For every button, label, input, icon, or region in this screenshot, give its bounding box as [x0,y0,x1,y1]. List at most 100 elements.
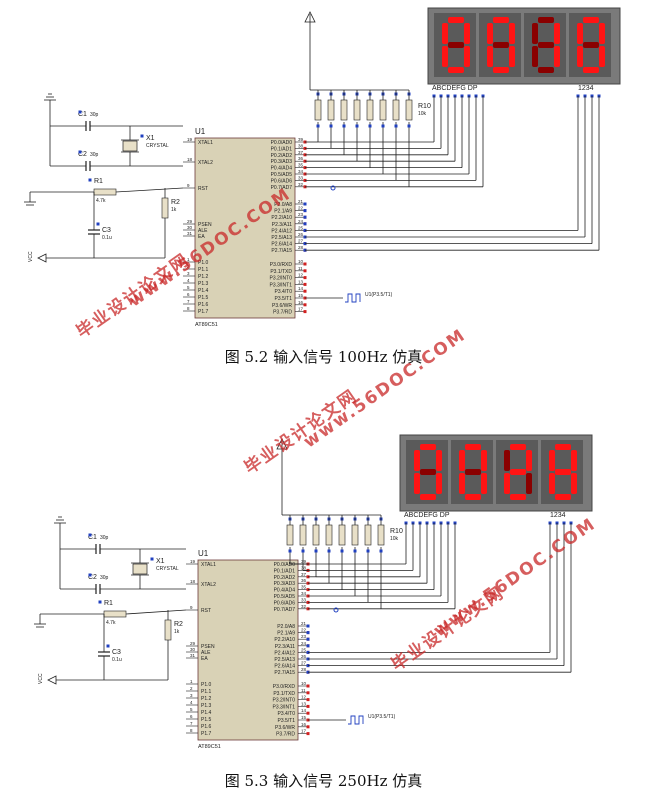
chip-right-pin-number: 32 [298,182,304,187]
segment-f [414,450,420,471]
c2-value: 30p [90,152,99,158]
chip-pin-marker [306,698,310,702]
chip-left-pin-number: 3 [190,693,193,698]
chip-right-pin-number: 11 [301,688,306,693]
segment-d [583,67,599,73]
segment-c [599,46,605,67]
chip-right-pin-number: 17 [298,307,304,312]
resistor-pin [340,549,344,553]
chip-right-pin-name: P3.3/INT1 [272,704,295,710]
chip-right-pin-name: P0.0/AD0 [271,140,293,146]
chip-left-pin-number: 8 [190,728,193,733]
chip-part: AT89C51 [198,744,221,750]
chip-pin-marker [306,704,310,708]
chip-left-pin-number: 31 [190,653,196,658]
chip-right-pin-name: P0.1/AD1 [271,146,293,152]
chip-right-pin-name: P0.4/AD4 [274,588,296,594]
chip-left-pin-name: RST [201,608,211,614]
segment-c [481,473,487,494]
segment-b [526,450,532,471]
chip-left-pin-name: EA [198,234,205,240]
x1-value: CRYSTAL [156,566,179,572]
chip-left-pin-name: P1.5 [201,717,212,723]
segment-a [555,444,571,450]
segment-f [487,23,493,44]
segment-e [442,46,448,67]
chip-right-pin-name: P2.0/A8 [274,202,292,208]
signal-label: U1(P3.5/T1) [365,292,393,298]
vcc-label: VCC [28,251,34,262]
chip-pin-marker [306,691,310,695]
segment-e [577,46,583,67]
chip-right-pin-name: P2.1/A9 [274,209,292,215]
pullup-resistor [353,99,361,121]
resistor-pin [394,124,398,128]
display-segment-label: ABCDEFG DP [404,512,450,519]
vcc-arrow-icon [47,675,57,685]
segment-c [571,473,577,494]
x1-marker [150,557,154,561]
segment-g [465,469,481,475]
mcu-chip [197,559,299,741]
vcc-arrow-icon [37,253,47,263]
resistor-pin [316,124,320,128]
pullup-resistor [325,524,333,546]
r10-value: 10k [418,111,427,117]
c1-ref: C1 [88,534,97,541]
chip-pin-marker [303,262,307,266]
pullup-resistor [340,99,348,121]
signal-label: U1(P3.5/T1) [368,714,396,720]
segment-g [538,42,554,48]
rst-wire [115,187,184,193]
chip-left-pin-number: 2 [187,264,190,269]
segment-c [436,473,442,494]
chip-left-pin-name: PSEN [201,644,215,650]
chip-right-pin-number: 26 [301,654,307,659]
pullup-resistor [405,99,413,121]
chip-left-pin-name: P1.6 [198,302,209,308]
chip-right-pin-name: P2.4/A12 [274,650,295,656]
r1-resistor [103,610,127,618]
chip-right-pin-name: P3.6/WR [275,725,295,731]
chip-right-pin-name: P0.7/AD7 [271,185,293,191]
chip-right-pin-number: 35 [298,163,304,168]
segment-b [554,23,560,44]
chip-right-pin-name: P0.6/AD6 [274,600,296,606]
pullup-resistor [351,524,359,546]
chip-right-pin-number: 17 [301,729,307,734]
p2-marker [303,215,307,219]
p2-marker [303,222,307,226]
pullup-resistor [379,99,387,121]
chip-ref: U1 [195,127,206,136]
r1-value: 4.7k [96,198,106,204]
pullup-resistor [314,99,322,121]
segment-a [583,17,599,23]
chip-right-pin-number: 23 [301,634,307,639]
chip-right-pin-number: 37 [298,150,304,155]
segment-e [504,473,510,494]
p2-marker [306,637,310,641]
resistor-pin [327,549,331,553]
square-wave-icon [348,715,364,725]
segment-a [538,17,554,23]
chip-right-pin-number: 25 [301,647,307,652]
chip-left-pin-number: 19 [190,559,196,564]
chip-pin-marker [306,684,310,688]
chip-right-pin-name: P3.7/RD [273,310,292,316]
chip-part: AT89C51 [195,322,218,328]
segment-e [487,46,493,67]
chip-right-pin-name: P3.2/INT0 [272,698,295,704]
chip-left-pin-name: P1.5 [198,295,209,301]
chip-right-pin-name: P2.2/A10 [274,637,295,643]
chip-right-pin-name: P0.4/AD4 [271,166,293,172]
chip-right-pin-name: P3.5/T1 [277,718,295,724]
resistor-pin [381,124,385,128]
chip-left-pin-name: P1.0 [198,260,209,266]
segment-e [532,46,538,67]
chip-left-pin-number: 30 [190,647,196,652]
segment-g [420,469,436,475]
chip-right-pin-name: P0.3/AD3 [274,581,296,587]
chip-right-pin-number: 35 [301,585,307,590]
r2-resistor [164,619,172,641]
